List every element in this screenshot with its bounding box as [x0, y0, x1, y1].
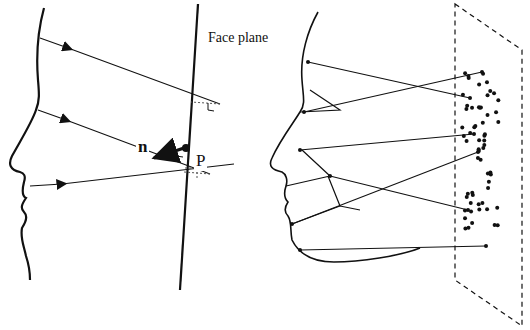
point-dot [492, 91, 496, 95]
point-dot [466, 74, 470, 78]
point-dot [460, 126, 464, 130]
point-dot [488, 89, 492, 93]
point-dot [482, 143, 486, 147]
point-dot [493, 223, 497, 227]
point-dot [481, 121, 485, 125]
point-dot [477, 105, 481, 109]
point-dot [495, 206, 499, 210]
point-dot [302, 110, 306, 114]
point-dot [470, 106, 474, 110]
projected-points [290, 60, 500, 252]
point-dot [476, 156, 480, 160]
point-dot [486, 186, 490, 190]
normal-vector [154, 148, 184, 158]
point-dot [470, 221, 474, 225]
point-dot [477, 208, 481, 212]
point-dot [462, 134, 466, 138]
face-contour [286, 90, 360, 224]
point-dot [463, 226, 467, 230]
point-dot [476, 150, 480, 154]
point-dot [466, 208, 470, 212]
point-dot [477, 82, 481, 86]
point-dot [486, 93, 490, 97]
point-dot [463, 216, 467, 220]
point-dot [465, 139, 469, 143]
point-dot [328, 174, 332, 178]
point-dot [298, 148, 302, 152]
point-dot [469, 201, 473, 205]
face-profile [10, 8, 44, 280]
point-dot [478, 106, 482, 110]
point-dot [480, 70, 484, 74]
point-dot [463, 71, 467, 75]
point-dot [465, 104, 469, 108]
face-plane-line [180, 4, 198, 290]
point-dot [485, 207, 489, 211]
point-dot [487, 180, 491, 184]
vector-label: n [136, 138, 149, 157]
point-dot [290, 222, 294, 226]
point-dot [470, 191, 474, 195]
projection-lines [292, 62, 486, 250]
point-dot [472, 125, 476, 129]
point-dot [461, 93, 465, 97]
point-dot [496, 98, 500, 102]
point-dot [477, 202, 481, 206]
point-dot [472, 132, 476, 136]
point-dot [496, 120, 500, 124]
point-dot [486, 113, 490, 117]
point-dot [477, 138, 481, 142]
point-dot [482, 139, 486, 143]
point-dot [298, 248, 302, 252]
point-dot [465, 195, 469, 199]
projection-plane [455, 4, 522, 326]
point-p [182, 144, 190, 152]
point-dot [468, 131, 472, 135]
point-dot [483, 132, 487, 136]
point-dot [485, 80, 489, 84]
point-dot [488, 170, 492, 174]
point-dot [484, 244, 488, 248]
plane-label: Face plane [206, 30, 270, 45]
point-label: P [194, 152, 207, 171]
point-dot [480, 201, 484, 205]
face-profile [270, 12, 420, 262]
point-dot [494, 110, 498, 114]
point-dot [306, 60, 310, 64]
projection-lines [30, 38, 234, 186]
perpendicular-marks [184, 102, 220, 178]
point-dot [468, 96, 472, 100]
